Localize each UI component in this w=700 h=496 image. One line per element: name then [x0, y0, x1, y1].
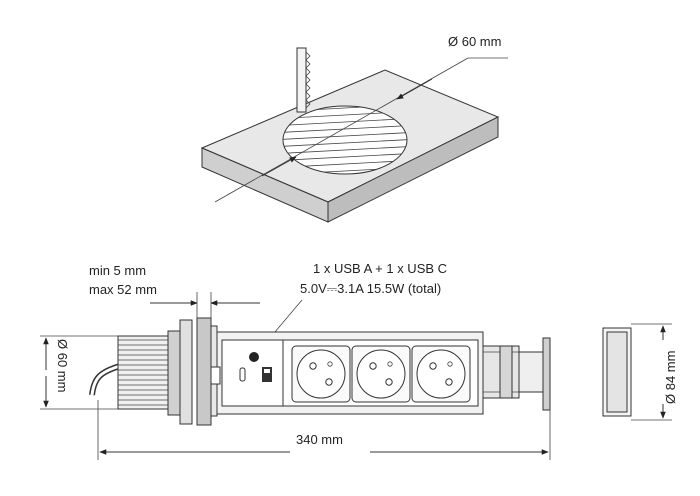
thickness-min-label: min 5 mm: [89, 263, 146, 278]
body-diameter-label: Ø 60 mm: [55, 339, 70, 392]
cutout-dimension: [214, 57, 508, 203]
total-length-label: 340 mm: [296, 432, 343, 447]
top-cap: [482, 337, 551, 411]
flange-end-view: [602, 323, 672, 421]
usb-module: [210, 352, 272, 385]
cutout-diameter-label: Ø 60 mm: [448, 34, 501, 49]
usb-c-port-icon[interactable]: [239, 367, 246, 382]
threaded-cylinder: [117, 319, 193, 425]
power-cable: [89, 363, 121, 396]
usb-ports-label: 1 x USB A + 1 x USB C: [313, 261, 447, 276]
switch-slot: [210, 366, 221, 385]
socket-outlet-2[interactable]: [351, 345, 411, 403]
thickness-max-label: max 52 mm: [89, 282, 157, 297]
led-indicator-icon: [249, 352, 259, 362]
flange-diameter-label: Ø 84 mm: [663, 351, 678, 404]
thickness-dimension: [150, 292, 260, 322]
total-length-dimension: [97, 400, 551, 460]
socket-outlet-1[interactable]: [291, 345, 351, 403]
socket-outlet-3[interactable]: [411, 345, 471, 403]
jigsaw-blade-icon: [296, 47, 311, 113]
usb-a-port-icon[interactable]: [262, 367, 272, 382]
body-diameter-dimension: [40, 335, 118, 410]
usb-power-label: 5.0V⎓3.1A 15.5W (total): [300, 281, 441, 296]
